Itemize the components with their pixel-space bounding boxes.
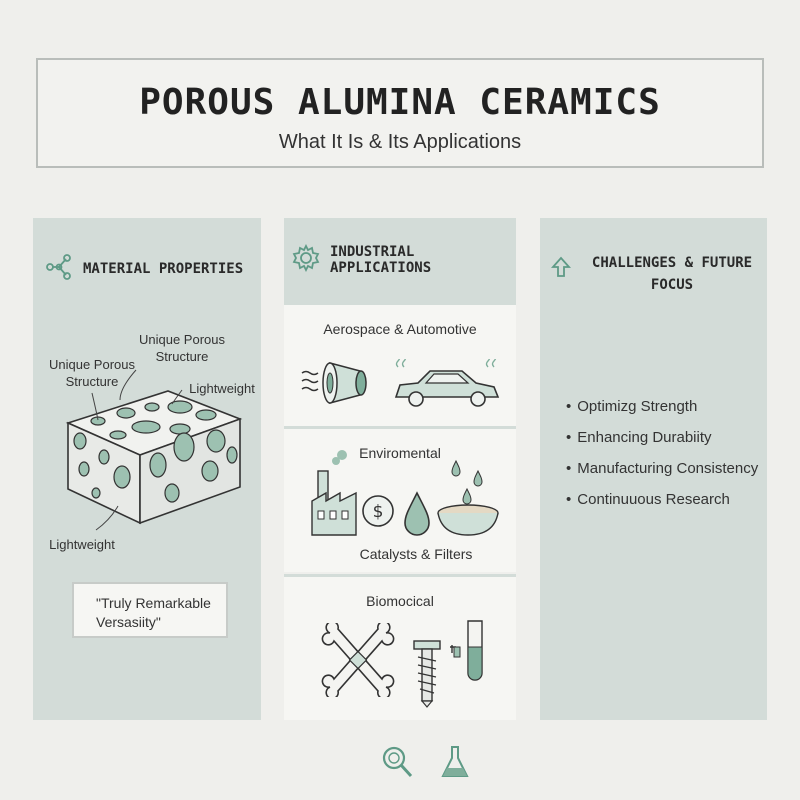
jet-engine-icon [301, 362, 367, 404]
industrial-applications-title: INDUSTRIAL APPLICATIONS [330, 244, 432, 276]
industrial-applications-header: INDUSTRIAL APPLICATIONS [284, 218, 516, 302]
dollar-coin-icon: $ [362, 495, 394, 527]
app-card-aerospace: Aerospace & Automotive [284, 302, 516, 444]
label-lightweight-bottom: Lightweight [49, 537, 115, 552]
title-banner: POROUS ALUMINA CERAMICS What It Is & Its… [36, 58, 764, 168]
industrial-applications-panel: INDUSTRIAL APPLICATIONS Aerospace & Auto… [284, 218, 516, 720]
page-title: POROUS ALUMINA CERAMICS [139, 82, 661, 123]
app-card-subtitle: Catalysts & Filters [359, 546, 473, 562]
car-icon [394, 359, 500, 407]
app-card-environmental: Enviromental $ Catalysts & Filters [284, 426, 516, 572]
material-properties-title: MATERIAL PROPERTIES [83, 261, 244, 277]
porous-block-illustration [65, 390, 243, 525]
arrow-up-icon [550, 256, 572, 282]
list-item: Optimizg Strength [566, 396, 758, 427]
water-drop-icon [404, 491, 430, 536]
app-card-title: Biomocical [366, 593, 434, 609]
list-item: Enhancing Durabiity [566, 427, 758, 458]
filter-dish-icon [437, 459, 499, 536]
future-focus-header: CHALLENGES & FUTURE FOCUS [550, 252, 762, 296]
page-subtitle: What It Is & Its Applications [278, 131, 522, 153]
material-properties-header: MATERIAL PROPERTIES [45, 254, 243, 284]
flask-icon [440, 744, 470, 784]
future-focus-title: CHALLENGES & FUTURE FOCUS [591, 255, 753, 293]
gear-icon [292, 243, 320, 276]
screw-implant-icon [413, 640, 441, 708]
magnifier-icon [380, 744, 414, 784]
list-item: Manufacturing Consistency [566, 458, 758, 489]
label-lightweight-right: Lightweight [189, 381, 255, 396]
bone-implant-icon [321, 623, 395, 697]
app-card-biomedical: Biomocical [284, 574, 516, 720]
factory-icon [311, 450, 357, 536]
label-unique-porous-left: Unique Porous Structure [49, 357, 135, 389]
quote-box: "Truly Remarkable Versasiity" [72, 582, 228, 638]
molecule-icon [45, 254, 73, 284]
future-focus-list: Optimizg Strength Enhancing Durabiity Ma… [566, 396, 758, 520]
svg-text:$: $ [373, 502, 384, 522]
app-card-title: Enviromental [359, 445, 441, 461]
test-tube-icon [450, 620, 483, 681]
app-card-title: Aerospace & Automotive [323, 321, 477, 337]
label-unique-porous-top: Unique Porous Structure [139, 332, 225, 364]
list-item: Continuuous Research [566, 489, 758, 520]
